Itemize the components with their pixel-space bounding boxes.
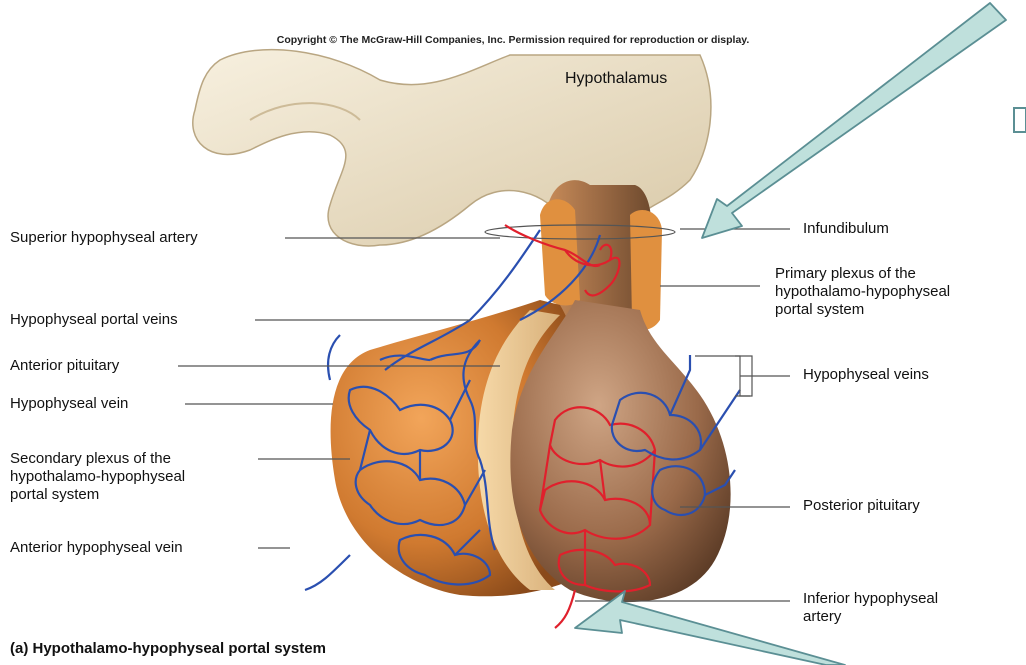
- label-hypophyseal-portal-veins: Hypophyseal portal veins: [10, 311, 178, 329]
- label-infundibulum: Infundibulum: [803, 220, 889, 238]
- label-hypothalamus: Hypothalamus: [565, 70, 667, 88]
- label-hypophyseal-veins: Hypophyseal veins: [803, 366, 929, 384]
- label-secondary-plexus: Secondary plexus of the hypothalamo-hypo…: [10, 450, 185, 504]
- figure-caption: (a) Hypothalamo-hypophyseal portal syste…: [10, 640, 326, 657]
- label-superior-hypophyseal-artery: Superior hypophyseal artery: [10, 229, 198, 247]
- label-primary-plexus: Primary plexus of the hypothalamo-hypoph…: [775, 265, 950, 319]
- label-anterior-hypophyseal-vein: Anterior hypophyseal vein: [10, 539, 183, 557]
- label-hypophyseal-vein: Hypophyseal vein: [10, 395, 128, 413]
- cropped-slide-element: [1014, 108, 1026, 132]
- label-inferior-hypophyseal-artery: Inferior hypophyseal artery: [803, 590, 938, 626]
- label-anterior-pituitary: Anterior pituitary: [10, 357, 119, 375]
- copyright-notice: Copyright © The McGraw-Hill Companies, I…: [0, 34, 1026, 46]
- label-posterior-pituitary: Posterior pituitary: [803, 497, 920, 515]
